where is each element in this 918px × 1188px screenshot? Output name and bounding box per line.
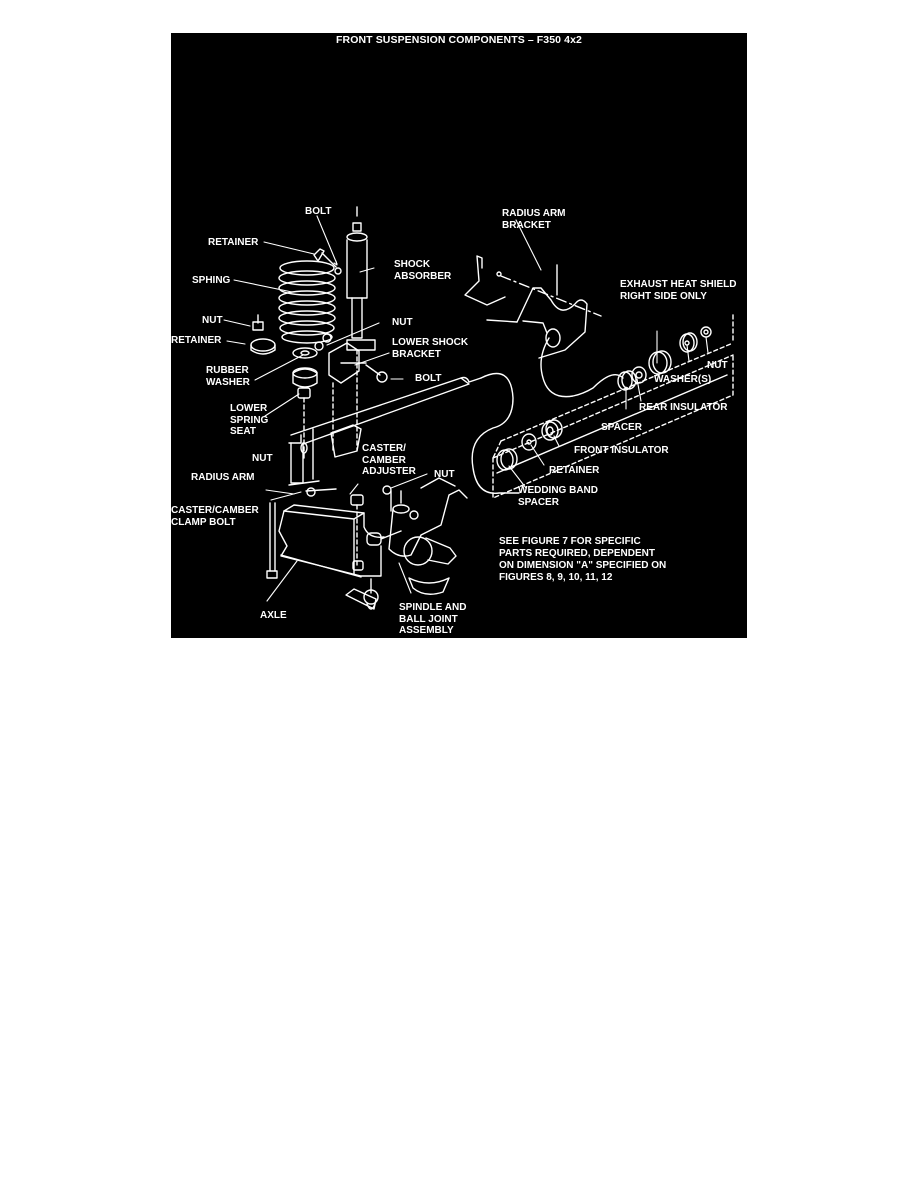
label-front-insulator: FRONT INSULATOR: [574, 445, 669, 456]
leader-lines: [223, 215, 709, 602]
figure-title: FRONT SUSPENSION COMPONENTS – F350 4x2: [336, 34, 582, 46]
label-wedding-band-spacer: WEDDING BAND SPACER: [518, 485, 598, 508]
bushing-stack-icon: [496, 326, 728, 474]
label-shock-absorber: SHOCK ABSORBER: [394, 259, 452, 282]
label-retainer-right: RETAINER: [549, 465, 600, 476]
label-retainer-top: RETAINER: [208, 237, 259, 248]
label-nut-adjuster: NUT: [434, 469, 455, 480]
exploded-view-drawing: [223, 206, 734, 610]
label-spindle-assembly: SPINDLE AND BALL JOINT ASSEMBLY: [399, 602, 467, 636]
label-rubber-washer: RUBBER WASHER: [206, 365, 250, 388]
label-bolt-bracket: BOLT: [415, 373, 442, 384]
label-nut-left: NUT: [202, 315, 223, 326]
label-nut-right: NUT: [707, 360, 728, 371]
label-spring: SPHING: [192, 275, 231, 286]
coil-spring-icon: [278, 260, 336, 344]
radius-arm-bracket-icon: [464, 255, 602, 359]
label-exhaust-heat-shield: EXHAUST HEAT SHIELD RIGHT SIDE ONLY: [620, 279, 737, 302]
label-caster-camber-clamp-bolt: CASTER/CAMBER CLAMP BOLT: [171, 505, 259, 528]
label-bolt-top: BOLT: [305, 206, 332, 217]
label-radius-arm: RADIUS ARM: [191, 472, 255, 483]
label-radius-arm-bracket: RADIUS ARM BRACKET: [502, 208, 566, 231]
spindle-ball-joint-icon: [345, 477, 468, 610]
label-washers: WASHER(S): [654, 374, 712, 385]
label-lower-spring-seat: LOWER SPRING SEAT: [230, 403, 269, 437]
axle-icon: [266, 487, 385, 579]
shock-absorber-icon: [346, 206, 376, 451]
label-retainer-left: RETAINER: [171, 335, 222, 346]
label-lower-shock-bracket: LOWER SHOCK BRACKET: [392, 337, 469, 360]
radius-arm-icon: [288, 376, 482, 486]
label-axle: AXLE: [260, 610, 287, 621]
label-rear-insulator: REAR INSULATOR: [639, 402, 728, 413]
bushing-stack-outline: [492, 314, 734, 499]
label-nut-lower: NUT: [252, 453, 273, 464]
figure-note: SEE FIGURE 7 FOR SPECIFIC PARTS REQUIRED…: [499, 536, 667, 583]
label-nut-shock: NUT: [392, 317, 413, 328]
label-spacer: SPACER: [601, 422, 642, 433]
label-caster-camber-adjuster: CASTER/ CAMBER ADJUSTER: [362, 443, 416, 477]
suspension-diagram: FRONT SUSPENSION COMPONENTS – F350 4x2 B…: [171, 33, 747, 638]
